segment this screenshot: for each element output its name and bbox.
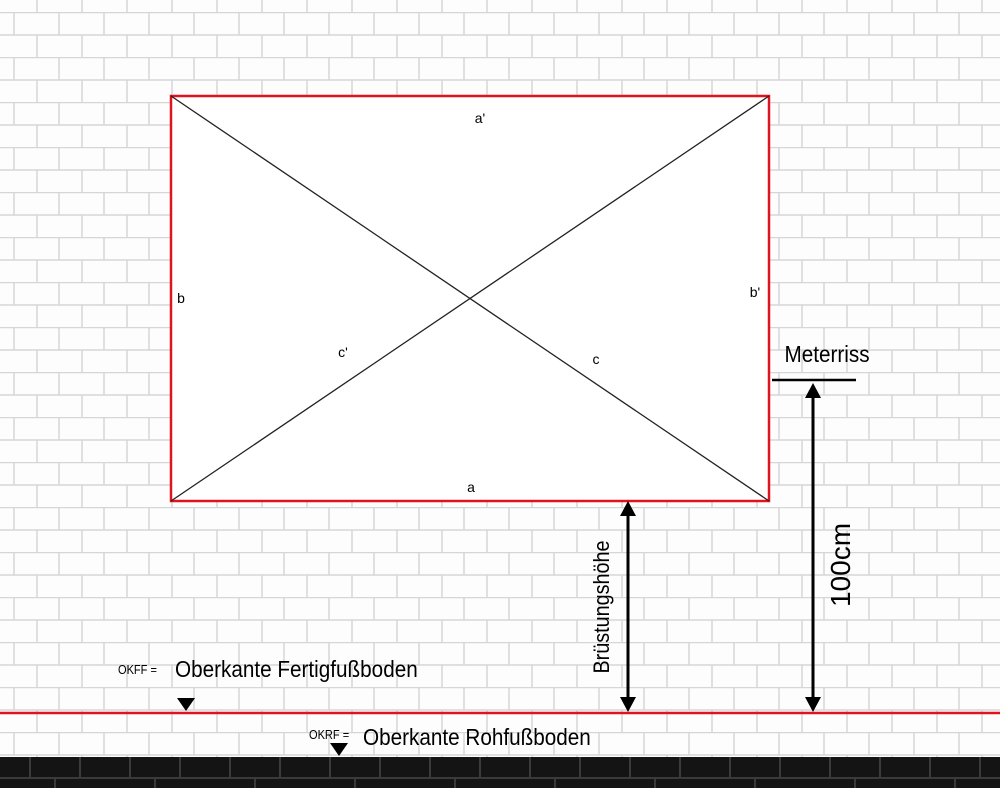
label-b: b xyxy=(177,290,185,306)
sill-height-label: Brüstungshöhe xyxy=(590,540,614,673)
label-b-prime: b' xyxy=(750,284,760,300)
sill-height-marker: Brüstungshöhe xyxy=(590,501,636,712)
arrow-down-icon xyxy=(620,697,636,712)
label-c-prime: c' xyxy=(338,344,348,360)
okrf-abbreviation: OKRF = xyxy=(309,727,349,742)
okff-legend: OKFF = Oberkante Fertigfußboden xyxy=(118,656,418,711)
meterriss-label: Meterriss xyxy=(784,341,869,367)
diagonal-c-prime xyxy=(170,95,770,502)
raw-floor-slab xyxy=(0,757,1000,788)
okff-abbreviation: OKFF = xyxy=(118,662,157,677)
okrf-legend: OKRF = Oberkante Rohfußboden xyxy=(309,724,591,756)
okrf-label: Oberkante Rohfußboden xyxy=(363,724,591,750)
meterriss-marker: Meterriss 100cm xyxy=(772,341,870,712)
level-marker-icon xyxy=(177,698,195,711)
okff-label: Oberkante Fertigfußboden xyxy=(175,656,418,682)
label-a-prime: a' xyxy=(475,110,485,126)
label-c: c xyxy=(593,351,600,367)
height-100cm-label: 100cm xyxy=(825,523,856,607)
arrow-up-icon xyxy=(805,383,821,398)
level-marker-icon xyxy=(330,743,348,756)
arrow-up-icon xyxy=(620,501,636,516)
arrow-down-icon xyxy=(805,697,821,712)
label-a: a xyxy=(467,479,475,495)
window-frame: a' a b b' c' c xyxy=(169,94,771,503)
